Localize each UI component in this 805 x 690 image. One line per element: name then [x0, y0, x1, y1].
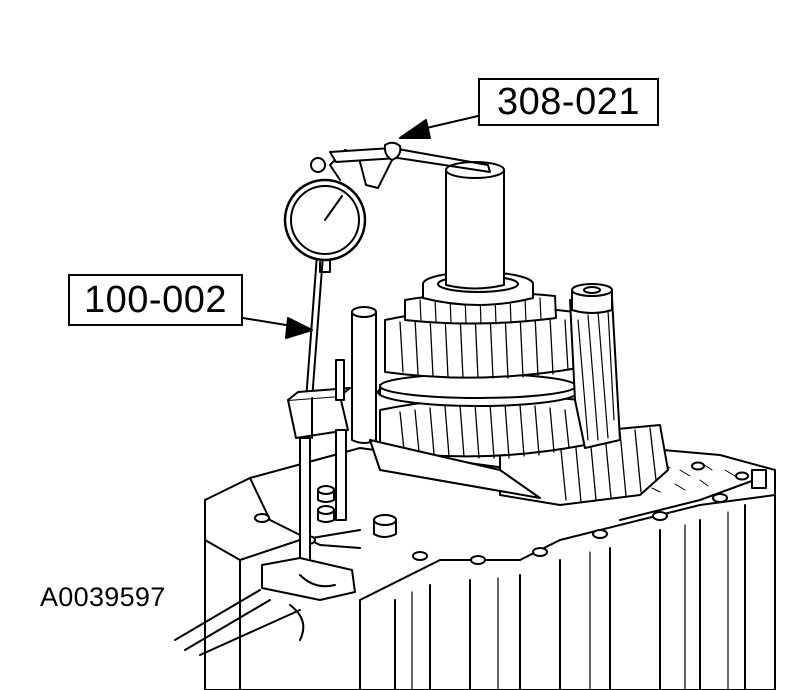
gear-stack — [351, 161, 669, 506]
callout-100-002: 100-002 — [68, 274, 243, 326]
figure-id: A0039597 — [40, 582, 166, 612]
arrow-head-100-002 — [285, 317, 313, 339]
magnetic-base — [174, 359, 356, 656]
leader-lines — [242, 115, 479, 339]
indicator-bracket — [329, 141, 491, 189]
leader-100-002 — [242, 317, 293, 327]
arrow-head-308-021 — [399, 119, 431, 139]
callout-308-021: 308-021 — [478, 78, 659, 126]
transmission-case — [204, 447, 776, 690]
